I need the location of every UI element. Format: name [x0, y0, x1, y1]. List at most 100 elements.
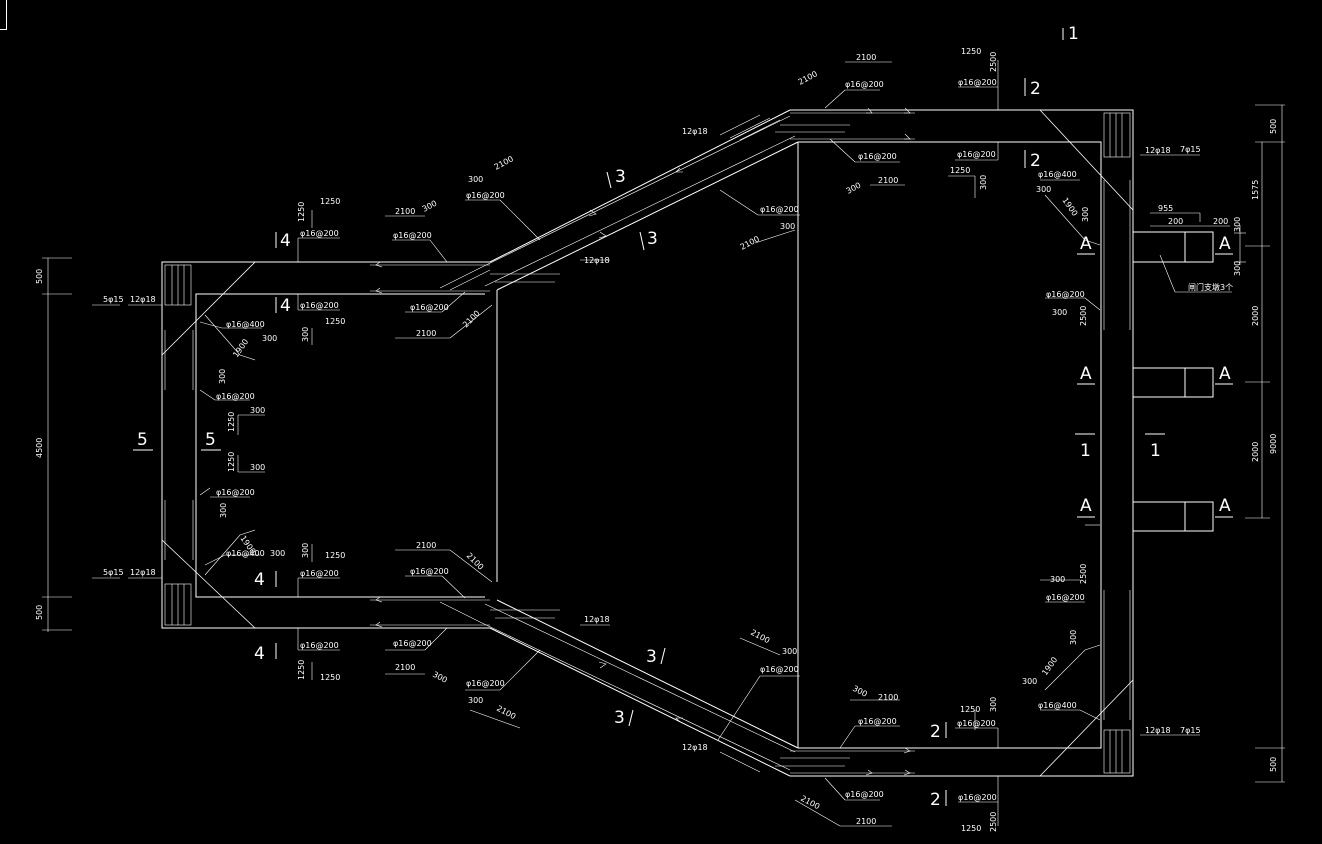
- dim-text: 1250: [297, 660, 306, 680]
- dim-text: 1250: [320, 673, 340, 682]
- rebar-text: φ16@200: [958, 793, 997, 802]
- dim-text: 300: [1081, 207, 1090, 222]
- dim-text: 300: [1050, 575, 1065, 584]
- dim-text: 2100: [495, 704, 517, 722]
- rebar-text: φ16@200: [958, 78, 997, 87]
- section-label-2: 2: [930, 790, 941, 810]
- dim-text: 300: [262, 334, 277, 343]
- rebar-text: 12φ18: [1145, 726, 1171, 735]
- rebar-text: φ16@200: [216, 488, 255, 497]
- dim-text: 1250: [950, 166, 970, 175]
- rebar-text: φ16@200: [957, 150, 996, 159]
- rebar-text: φ16@200: [845, 790, 884, 799]
- rebar-text: 7φ15: [1180, 726, 1201, 735]
- dim-text: 300: [250, 406, 265, 415]
- section-label-1: 1: [1150, 441, 1161, 461]
- dim-text: 300: [851, 684, 869, 699]
- dim-text: 300: [431, 670, 449, 685]
- dim-text: 2100: [856, 817, 876, 826]
- rebar-text: φ16@200: [300, 229, 339, 238]
- dim-text: 9000: [1269, 434, 1278, 454]
- dim-text: 1900: [1040, 655, 1059, 677]
- rebar-text: φ16@200: [410, 303, 449, 312]
- rebar-text: φ16@200: [760, 665, 799, 674]
- dim-text: 2100: [878, 176, 898, 185]
- dim-text: 1250: [297, 202, 306, 222]
- dim-text: 500: [35, 269, 44, 284]
- dim-text: 2000: [1251, 306, 1260, 326]
- rebar-text: 5φ15: [103, 568, 124, 577]
- dim-text: 955: [1158, 204, 1173, 213]
- dim-text: 300: [1022, 677, 1037, 686]
- rebar-text: φ16@200: [300, 301, 339, 310]
- section-label-2: 2: [930, 722, 941, 742]
- rebar-text: φ16@200: [466, 191, 505, 200]
- rebar-text: φ16@200: [760, 205, 799, 214]
- dim-text: 2500: [1079, 564, 1088, 584]
- dim-text: 2100: [395, 207, 415, 216]
- section-label-3: 3: [615, 167, 626, 187]
- dim-text: 300: [989, 697, 998, 712]
- dim-text: 2100: [856, 53, 876, 62]
- dim-text: 1250: [960, 705, 980, 714]
- rebar-text: φ16@200: [410, 567, 449, 576]
- section-label-5: 5: [205, 430, 216, 450]
- dim-text: 2500: [989, 812, 998, 832]
- section-label-3: 3: [614, 708, 625, 728]
- rebar-text: φ16@200: [393, 639, 432, 648]
- dim-text: 300: [1233, 261, 1242, 276]
- dim-text: 300: [219, 503, 228, 518]
- rebar-arrow-ticks: [375, 107, 911, 776]
- rebar-text: 12φ18: [682, 127, 708, 136]
- viewport-corner-mark: [0, 0, 7, 30]
- section-label-1: 1: [1068, 24, 1079, 44]
- dim-text: 2500: [989, 52, 998, 72]
- dim-text: 1250: [325, 317, 345, 326]
- dimension-lines: [42, 104, 1285, 783]
- dim-text: 300: [421, 199, 439, 214]
- section-label-3: 3: [647, 229, 658, 249]
- gate-pier-note: 闸门支墩3个: [1188, 282, 1233, 292]
- section-label-2: 2: [1030, 151, 1041, 171]
- rebar-text: φ16@200: [957, 719, 996, 728]
- dim-text: 300: [782, 647, 797, 656]
- dim-text: 2100: [878, 693, 898, 702]
- dim-text: 300: [301, 543, 310, 558]
- section-label-2: 2: [1030, 79, 1041, 99]
- rebar-text: φ16@200: [858, 152, 897, 161]
- rebar-text: φ16@200: [1046, 593, 1085, 602]
- rebar-text: φ16@200: [858, 717, 897, 726]
- dim-text: 300: [468, 696, 483, 705]
- section-label-A: A: [1080, 234, 1092, 254]
- dim-text: 300: [468, 175, 483, 184]
- section-label-4: 4: [254, 570, 265, 590]
- dim-text: 2100: [739, 234, 761, 252]
- section-label-4: 4: [280, 231, 291, 251]
- dim-text: 1575: [1251, 180, 1260, 200]
- dim-text: 300: [301, 327, 310, 342]
- rebar-text: 5φ15: [103, 295, 124, 304]
- section-label-3: 3: [646, 647, 657, 667]
- rebar-text: φ16@400: [226, 320, 265, 329]
- section-label-A: A: [1219, 496, 1231, 516]
- rebar-text: φ16@200: [466, 679, 505, 688]
- dim-text: 2100: [416, 329, 436, 338]
- dim-text: 200: [1168, 217, 1183, 226]
- dim-text: 300: [979, 175, 988, 190]
- section-label-A: A: [1219, 364, 1231, 384]
- dim-text: 2100: [416, 541, 436, 550]
- section-label-4: 4: [254, 644, 265, 664]
- dim-text: 1250: [320, 197, 340, 206]
- rebar-text: φ16@200: [216, 392, 255, 401]
- rebar-text: 12φ18: [682, 743, 708, 752]
- dim-text: 2100: [461, 309, 482, 330]
- dim-text: 2100: [797, 69, 819, 87]
- dim-text: 1250: [961, 47, 981, 56]
- dim-text: 200: [1213, 217, 1228, 226]
- dim-text: 300: [218, 369, 227, 384]
- dim-text: 300: [1052, 308, 1067, 317]
- rebar-text: φ16@400: [1038, 170, 1077, 179]
- rebar-text: 12φ18: [1145, 146, 1171, 155]
- section-label-A: A: [1080, 496, 1092, 516]
